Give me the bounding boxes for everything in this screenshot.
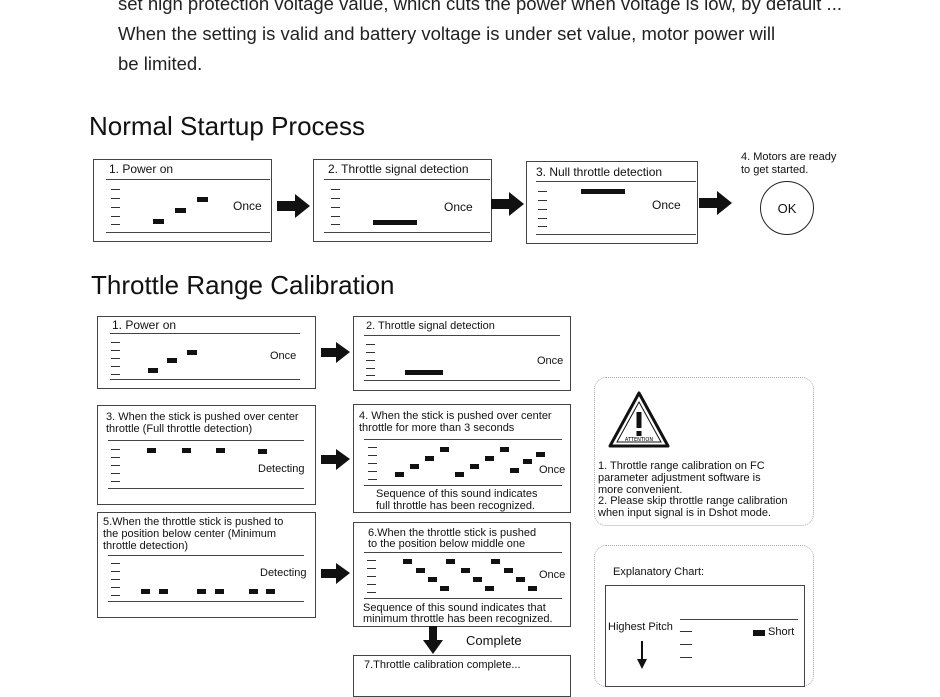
calib-step-4-box: 4. When the stick is pushed over center …	[353, 404, 571, 513]
arrow-right-icon	[321, 449, 350, 470]
calib-step-5-box: 5.When the throttle stick is pushed to t…	[97, 512, 316, 618]
calib-step-2-status: Once	[537, 355, 564, 367]
calib-step-6-note-1: Sequence of this sound indicates that	[363, 602, 546, 614]
normal-step-4-line-1: 4. Motors are ready	[741, 151, 837, 163]
normal-step-1-box: 1. Power on Once	[93, 159, 272, 242]
calib-step-4-note-1: Sequence of this sound indicates	[376, 488, 538, 500]
arrow-down-icon	[637, 641, 647, 669]
calib-step-5-line-1: 5.When the throttle stick is pushed to	[103, 516, 284, 528]
calib-step-4-line-2: throttle for more than 3 seconds	[359, 422, 515, 434]
normal-step-3-status: Once	[652, 198, 681, 212]
calibration-title: Throttle Range Calibration	[91, 270, 395, 300]
arrow-right-icon	[321, 342, 350, 363]
calib-step-7-label: 7.Throttle calibration complete...	[364, 659, 521, 671]
explanatory-box: Explanatory Chart: Highest Pitch Short	[594, 545, 814, 687]
attention-line-2: parameter adjustment software is	[598, 472, 761, 484]
calib-step-1-label: 1. Power on	[112, 318, 177, 332]
arrow-right-icon	[699, 191, 732, 215]
intro-line-1: set high protection voltage value, which…	[118, 0, 842, 14]
intro-line-2: When the setting is valid and battery vo…	[118, 23, 776, 44]
calib-step-2-box: 2. Throttle signal detection Once	[353, 316, 571, 391]
calib-step-4-status: Once	[539, 464, 566, 476]
arrow-right-icon	[491, 192, 524, 216]
calib-step-6-box: 6.When the throttle stick is pushed to t…	[353, 522, 571, 627]
calib-step-1-box: 1. Power on Once	[97, 316, 316, 389]
calib-step-3-box: 3. When the stick is pushed over center …	[97, 405, 316, 505]
arrow-right-icon	[277, 194, 310, 218]
attention-line-5: when input signal is in Dshot mode.	[598, 507, 772, 519]
intro-paragraph: set high protection voltage value, which…	[118, 0, 858, 79]
highest-pitch-label: Highest Pitch	[608, 621, 673, 633]
calib-step-6-line-1: 6.When the throttle stick is pushed	[368, 527, 537, 539]
warning-icon: ATTENTION	[608, 391, 670, 448]
explanatory-chart-frame: Highest Pitch Short	[605, 585, 805, 687]
attention-line-3: more convenient.	[598, 484, 683, 496]
calib-step-5-status: Detecting	[260, 567, 307, 579]
calib-step-6-line-2: to the position below middle one	[368, 538, 526, 550]
explanatory-title: Explanatory Chart:	[613, 566, 705, 578]
normal-step-3-box: 3. Null throttle detection Once	[526, 161, 698, 244]
short-legend-swatch	[753, 630, 765, 636]
arrow-right-icon	[321, 563, 350, 584]
attention-badge: ATTENTION	[625, 437, 653, 443]
normal-step-1-label: 1. Power on	[109, 162, 174, 176]
calib-step-3-line-1: 3. When the stick is pushed over center	[106, 411, 299, 423]
normal-step-2-box: 2. Throttle signal detection Once	[313, 159, 492, 242]
attention-line-1: 1. Throttle range calibration on FC	[598, 460, 765, 472]
ok-circle: OK	[760, 181, 814, 235]
calib-step-2-label: 2. Throttle signal detection	[366, 320, 495, 332]
calib-step-4-line-1: 4. When the stick is pushed over center	[359, 410, 552, 422]
ok-label: OK	[777, 200, 797, 216]
attention-line-4: 2. Please skip throttle range calibratio…	[598, 495, 788, 507]
normal-step-2-label: 2. Throttle signal detection	[328, 162, 469, 176]
calib-step-5-line-3: throttle detection)	[103, 540, 188, 552]
normal-step-3-label: 3. Null throttle detection	[536, 165, 663, 179]
calib-step-5-line-2: the position below center (Minimum	[103, 528, 277, 540]
calib-step-6-note-2: minimum throttle has been recognized.	[363, 613, 553, 625]
short-legend-label: Short	[768, 626, 795, 638]
calib-step-3-line-2: throttle (Full throttle detection)	[106, 423, 253, 435]
calib-step-4-note-2: full throttle has been recognized.	[376, 500, 535, 512]
arrow-down-icon	[423, 626, 443, 654]
normal-step-4-line-2: to get started.	[741, 164, 809, 176]
normal-startup-title: Normal Startup Process	[89, 111, 365, 141]
normal-step-2-status: Once	[444, 200, 473, 214]
attention-box: ATTENTION 1. Throttle range calibration …	[594, 377, 814, 526]
calib-step-3-status: Detecting	[258, 463, 305, 475]
normal-step-1-status: Once	[233, 199, 262, 213]
intro-line-3: be limited.	[118, 53, 203, 74]
calib-step-7-box: 7.Throttle calibration complete...	[353, 655, 571, 697]
complete-label: Complete	[466, 633, 522, 648]
calib-step-1-status: Once	[270, 350, 297, 362]
calib-step-6-status: Once	[539, 569, 566, 581]
